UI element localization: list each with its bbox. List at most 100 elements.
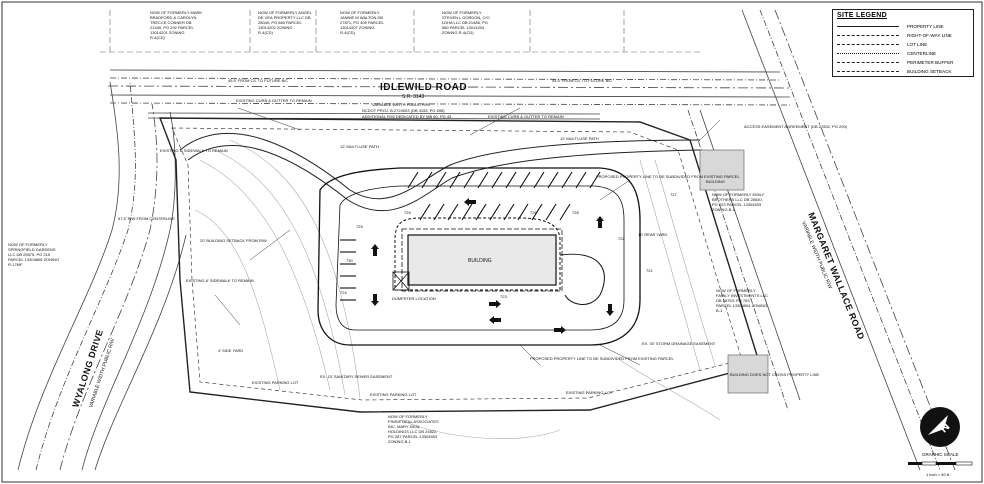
legend-item-label: CENTERLINE	[907, 51, 937, 56]
existing-parking-label-2: EXISTING PARKING LOT	[370, 392, 417, 397]
site-legend: SITE LEGEND PROPERTY LINE RIGHT-OF-WAY LI…	[832, 9, 974, 77]
side-yard-label: 4' SIDE YARD	[218, 348, 243, 353]
storm-easement-label: EX. 30' STORM DRAINAGE EASEMENT	[642, 341, 716, 346]
sidewalk-label-1: EXISTING 6' SIDEWALK TO REMAIN	[160, 148, 228, 153]
parking-stall-line	[505, 171, 517, 189]
margaret-wallace-name: MARGARET WALLACE ROAD	[806, 211, 866, 341]
adjacent-building-south	[727, 354, 769, 394]
row-future-label-2: 44.5' FROM C/L TO FUTURE B/C	[552, 78, 612, 83]
legend-item-label: BUILDING SETBACK	[907, 69, 952, 74]
legend-line-sample	[837, 26, 899, 27]
multi-use-path-label-2: 12' MULTI-USE PATH	[560, 136, 599, 141]
proposed-line-label-1: PROPOSED PROPERTY LINE TO BE SUBDIVIDED …	[596, 174, 740, 179]
legend-line-sample	[837, 44, 899, 45]
building-label: BUILDING	[468, 258, 492, 264]
parking-stall-line	[419, 203, 431, 221]
sewer-easement-label: EX. 15' SANITARY SEWER EASEMENT	[320, 374, 393, 379]
parking-stall-line	[435, 171, 447, 189]
legend-item-label: LOT LINE	[907, 42, 928, 47]
elevation-label: 729	[356, 224, 363, 229]
dumpster-enclosure	[392, 271, 410, 291]
leader-lines	[214, 107, 721, 366]
traffic-arrow-icon	[371, 294, 379, 306]
row-centerline-label: 57.5' R/W FROM CENTERLINE	[118, 216, 175, 221]
parking-stall-line	[575, 171, 587, 189]
legend-item-label: PERIMETER BUFFER	[907, 60, 954, 65]
idlewild-ncdot: NCDOT PROJ. B.2724003 (DB 4153, PG 698)	[362, 108, 445, 113]
setback-label: 20' BUILDING SETBACK FROM R/W	[200, 238, 267, 243]
existing-curb-label: EXISTING CURB & GUTTER TO REMAIN	[236, 98, 312, 103]
building-not-cross-label: BUILDING DOES NOT CROSS PROPERTY LINE	[730, 372, 819, 377]
legend-item-label: RIGHT-OF-WAY LINE	[907, 33, 952, 38]
row-future-label-1: 45.5' FROM C/L TO FUTURE B/C	[228, 78, 288, 83]
multi-use-path-label-1: 12' MULTI-USE PATH	[340, 144, 379, 149]
legend-line-sample	[837, 62, 899, 63]
scale-note: 1 inch = 40 ft.	[926, 472, 951, 477]
legend-item: PROPERTY LINE	[837, 22, 969, 31]
legend-title: SITE LEGEND	[837, 12, 887, 19]
contour-lines	[194, 139, 721, 440]
elevation-label: 725	[404, 210, 411, 215]
dumpster-label: DUMPSTER LOCATION	[392, 296, 436, 301]
parking-stall-line	[463, 171, 475, 189]
parking-lot	[317, 167, 641, 346]
parking-stall-line	[531, 203, 543, 221]
parking-stall-line	[533, 171, 545, 189]
scale-bar	[908, 461, 973, 466]
traffic-arrow-icon	[464, 198, 476, 206]
adjacent-building-label: BUILDING	[706, 179, 725, 184]
traffic-arrow-icon	[489, 300, 501, 308]
parking-stall-line	[547, 171, 559, 189]
legend-item: LOT LINE	[837, 40, 969, 49]
elevation-label: 726	[530, 210, 537, 215]
parking-stalls	[340, 171, 601, 301]
traffic-arrow-icon	[371, 244, 379, 256]
legend-item: RIGHT-OF-WAY LINE	[837, 31, 969, 40]
elevation-label: 728	[572, 210, 579, 215]
elevation-label: 722	[618, 236, 625, 241]
idlewild-additional: ADDITIONAL R/W DEDICATED BY MB 60, PG 43	[362, 114, 452, 119]
parking-stall-line	[589, 171, 601, 189]
sidewalk-label-2: EXISTING 6' SIDEWALK TO REMAIN	[186, 278, 254, 283]
north-arrow-icon: N	[920, 407, 960, 447]
elevation-label: 724	[340, 290, 347, 295]
graphic-scale-title: GRAPHIC SCALE	[922, 452, 959, 457]
legend-line-sample	[837, 53, 899, 54]
parking-stall-line	[421, 171, 433, 189]
legend-item: PERIMETER BUFFER	[837, 58, 969, 67]
idlewild-road	[107, 69, 791, 120]
traffic-arrow-icon	[489, 316, 501, 324]
access-easement-label: ACCESS EASEMENT AGREEMENT (DB 27832, PG …	[744, 124, 848, 129]
existing-parking-label-3: EXISTING PARKING LOT	[566, 390, 613, 395]
top-lot-lines	[100, 8, 700, 53]
parking-stall-line	[517, 203, 529, 221]
elevation-label: 723	[500, 294, 507, 299]
building-footprint	[401, 228, 563, 292]
traffic-arrow-icon	[606, 304, 614, 316]
parking-stall-line	[545, 203, 557, 221]
legend-line-sample	[837, 35, 899, 36]
parking-stall-line	[407, 171, 419, 189]
legend-item: BUILDING SETBACK	[837, 67, 969, 76]
drive-through-lane	[394, 217, 605, 305]
parking-stall-line	[519, 171, 531, 189]
proposed-line-label-2: PROPOSED PROPERTY LINE TO BE SUBDIVIDED …	[530, 356, 674, 361]
elevation-label: 730	[346, 258, 353, 263]
parking-stall-line	[477, 171, 489, 189]
legend-item-label: PROPERTY LINE	[907, 24, 944, 29]
parking-stall-line	[491, 171, 503, 189]
idlewild-road-name: IDLEWILD ROAD	[380, 82, 467, 93]
parking-stall-line	[503, 203, 515, 221]
elevation-label: 727	[670, 192, 677, 197]
